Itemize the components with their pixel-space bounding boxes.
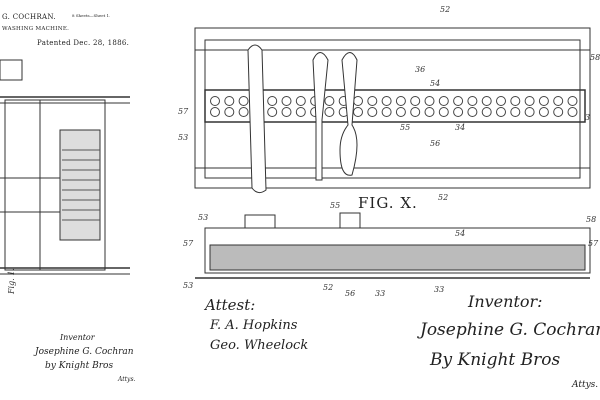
- top-view-reference-numeral: 58: [590, 53, 600, 62]
- rack-ring: [225, 108, 234, 117]
- side-view-reference-numeral: 54: [455, 229, 465, 238]
- top-view-reference-numeral: 55: [400, 123, 410, 132]
- attest-heading: Attest:: [205, 296, 255, 314]
- rack-ring: [554, 108, 563, 117]
- rack-ring: [282, 108, 291, 117]
- rack-ring: [211, 97, 220, 106]
- side-view-reference-numeral: 53: [183, 281, 193, 290]
- rack-ring: [368, 108, 377, 117]
- rack-ring: [396, 108, 405, 117]
- left-inventor-heading: Inventor: [60, 333, 95, 342]
- rack-ring: [268, 108, 277, 117]
- fig-x-side-view: [195, 213, 590, 278]
- rack-ring: [511, 108, 520, 117]
- side-view-reference-numeral: 53: [198, 213, 208, 222]
- rack-ring: [425, 97, 434, 106]
- rack-ring: [539, 97, 548, 106]
- rack-ring: [225, 97, 234, 106]
- rack-ring: [539, 108, 548, 117]
- attorney-signature: By Knight Bros: [430, 350, 560, 370]
- rack-ring: [511, 97, 520, 106]
- rack-ring: [439, 108, 448, 117]
- fig-x-label: FIG. X.: [358, 194, 418, 212]
- left-attorney-signature: by Knight Bros: [45, 361, 113, 371]
- side-view-reference-numeral: 56: [345, 289, 355, 298]
- rack-ring: [568, 97, 577, 106]
- rack-ring: [554, 97, 563, 106]
- rack-ring: [382, 97, 391, 106]
- rack-ring: [568, 108, 577, 117]
- fig-1-label: Fig. 1.: [7, 268, 16, 295]
- top-view-reference-numeral: 52: [440, 5, 450, 14]
- rack-ring: [411, 108, 420, 117]
- rack-ring: [497, 97, 506, 106]
- rack-ring: [354, 97, 363, 106]
- top-view-reference-numeral: 53: [178, 133, 188, 142]
- side-view-reference-numeral: 55: [330, 201, 340, 210]
- rack-ring: [468, 97, 477, 106]
- side-view-reference-numeral: 33: [434, 285, 444, 294]
- top-view-reference-numeral: 52: [438, 193, 448, 202]
- rack-ring: [325, 108, 334, 117]
- rack-ring: [396, 97, 405, 106]
- witness-2: Geo. Wheelock: [210, 338, 308, 353]
- rack-ring: [211, 108, 220, 117]
- rack-ring: [354, 108, 363, 117]
- rack-ring: [482, 97, 491, 106]
- rack-ring: [296, 108, 305, 117]
- fig-1-drawing: [0, 60, 130, 274]
- rack-ring: [454, 97, 463, 106]
- rack-ring: [439, 97, 448, 106]
- top-view-reference-numeral: 34: [455, 123, 465, 132]
- rack-ring: [268, 97, 277, 106]
- fig-x-top-view: [195, 28, 590, 193]
- side-view-reference-numeral: 58: [586, 215, 596, 224]
- attys-label: Attys.: [572, 380, 598, 390]
- rack-ring: [454, 108, 463, 117]
- rack-ring: [411, 97, 420, 106]
- rack-ring: [368, 97, 377, 106]
- top-view-reference-numeral: 54: [430, 79, 440, 88]
- rack-ring: [325, 97, 334, 106]
- side-view-reference-numeral: 52: [323, 283, 333, 292]
- rack-ring: [425, 108, 434, 117]
- left-inventor-signature: Josephine G. Cochran: [35, 347, 134, 357]
- inventor-heading: Inventor:: [468, 292, 543, 311]
- rack-ring: [525, 97, 534, 106]
- rack-ring: [525, 108, 534, 117]
- side-view-reference-numeral: 57: [183, 239, 194, 248]
- rack-ring: [239, 97, 248, 106]
- side-view-reference-numeral: 33: [375, 289, 385, 298]
- side-view-reference-numeral: 57: [588, 239, 599, 248]
- rack-ring: [282, 97, 291, 106]
- rack-ring: [382, 108, 391, 117]
- rack-ring: [468, 108, 477, 117]
- rack-ring: [482, 108, 491, 117]
- rack-ring: [239, 108, 248, 117]
- top-view-reference-numeral: 36: [415, 65, 425, 74]
- top-view-reference-numeral: 56: [430, 139, 440, 148]
- inventor-signature: Josephine G. Cochran: [420, 320, 600, 340]
- rack-ring: [497, 108, 506, 117]
- left-attys-label: Attys.: [118, 376, 135, 383]
- witness-1: F. A. Hopkins: [210, 318, 297, 333]
- top-view-reference-numeral: 3: [585, 113, 590, 122]
- rack-ring: [296, 97, 305, 106]
- top-view-reference-numeral: 57: [178, 107, 189, 116]
